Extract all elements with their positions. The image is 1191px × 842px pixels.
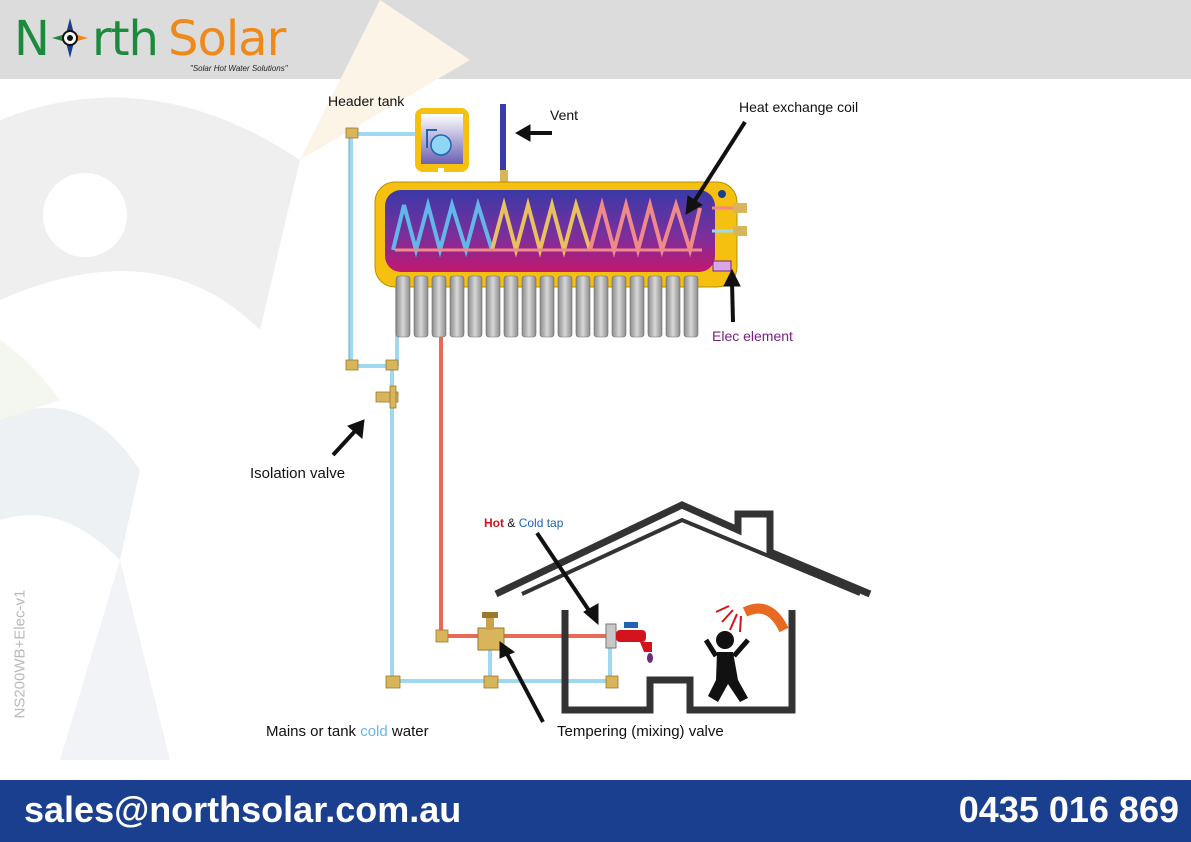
logo-north-rest: rth [92,11,159,67]
evacuated-tube [503,275,519,338]
label-mains-suffix: water [387,723,429,740]
label-heat-exchange-coil: Heat exchange coil [739,99,859,115]
compass-icon [52,18,88,58]
label-header-tank: Header tank [328,93,405,109]
header-tank [415,108,469,182]
evacuated-tube [611,275,627,338]
evacuated-tube [665,275,681,338]
logo: N rth Solar "Solar Hot Water Solutions" [14,6,314,76]
evacuated-tube [395,275,411,338]
logo-tagline: "Solar Hot Water Solutions" [190,64,288,73]
label-hot: Hot [484,516,504,530]
tempering-valve-icon [477,612,505,651]
evacuated-tube [521,275,537,338]
label-hot-cold-tap: Hot & Cold tap [484,515,563,531]
brass-fittings [345,127,619,689]
evacuated-tube [431,275,447,338]
footer-phone-link[interactable]: 0435 016 869 [958,789,1179,830]
evacuated-tube [647,275,663,338]
evacuated-tube [683,275,699,338]
element-arrow [723,268,741,323]
pointer-arrows [331,120,747,723]
label-isolation-valve: Isolation valve [250,465,346,482]
house-roof-inner [521,517,861,596]
label-elec-element: Elec element [712,328,793,344]
vent-pipe [500,104,506,174]
evacuated-tube [485,275,501,338]
header-bar [0,0,1191,79]
evacuated-tube [629,275,645,338]
label-tempering-valve: Tempering (mixing) valve [557,723,724,740]
evacuated-tube [467,275,483,338]
evacuated-tube [557,275,573,338]
document-code: NS200WB+Elec-v1 [11,589,29,719]
label-vent: Vent [550,107,579,123]
tap-icon [605,622,653,663]
isolation-arrow [331,419,365,457]
logo-north-first-letter: N [14,11,50,67]
label-cold-tap: Cold tap [518,516,564,530]
label-mains-cold: cold [360,723,388,740]
coil-arrow [685,120,747,215]
house-outline [494,501,872,714]
evacuated-tube [413,275,429,338]
label-mains-cold-water: Mains or tank cold water [266,724,429,740]
storage-tank [374,181,747,288]
footer-email-link[interactable]: sales@northsolar.com.au [24,789,462,830]
heat-exchange-coil-hot [588,197,702,258]
evacuated-tube [575,275,591,338]
footer-bar [0,780,1191,842]
vent-arrow [514,124,552,142]
evacuated-tube [539,275,555,338]
tap-arrow [535,531,599,626]
evacuated-tube [449,275,465,338]
evacuated-tubes [395,275,699,338]
logo-solar: Solar [168,11,286,67]
shower-person-icon [703,603,789,702]
evacuated-tube [593,275,609,338]
sensor-icon [718,190,726,198]
tempering-arrow [499,641,545,723]
elec-element-fitting [712,260,732,272]
label-amp: & [507,516,516,530]
label-mains-prefix: Mains or tank [266,723,361,740]
